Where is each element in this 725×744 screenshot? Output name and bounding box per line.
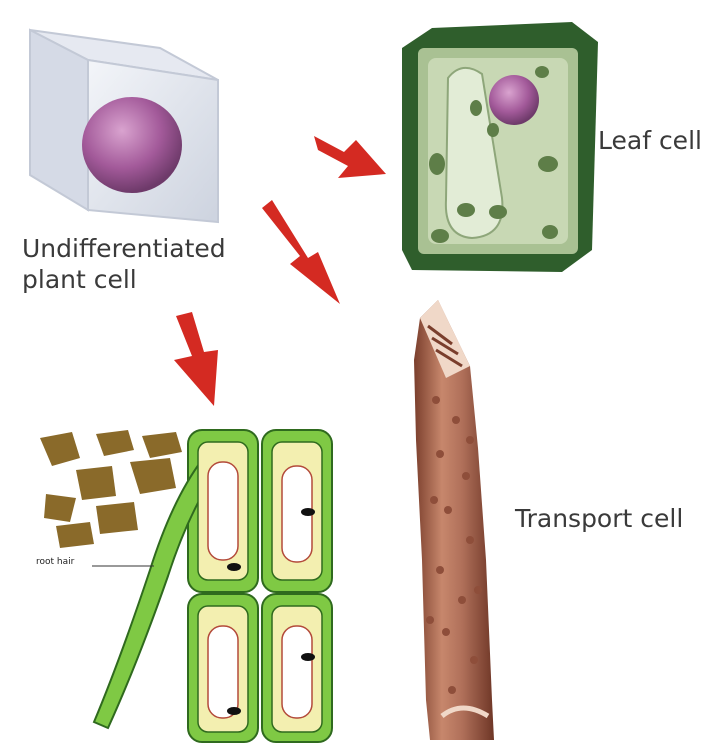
arrow-to-root-hair-cell [174,312,218,406]
undifferentiated-cell-illustration [30,30,218,222]
label-transport-cell: Transport cell [515,504,683,535]
root-hair-cell-illustration [40,430,332,742]
label-undifferentiated-plant-cell: Undifferentiated plant cell [22,234,282,295]
arrow-to-leaf-cell [314,136,386,178]
transport-cell-illustration [414,300,494,740]
leaf-cell-illustration [402,22,598,272]
soil-particles [40,430,182,548]
label-leaf-cell: Leaf cell [598,126,702,157]
nucleus [82,97,182,193]
leaf-nucleus [489,75,539,125]
label-root-hair: root hair [36,557,74,567]
